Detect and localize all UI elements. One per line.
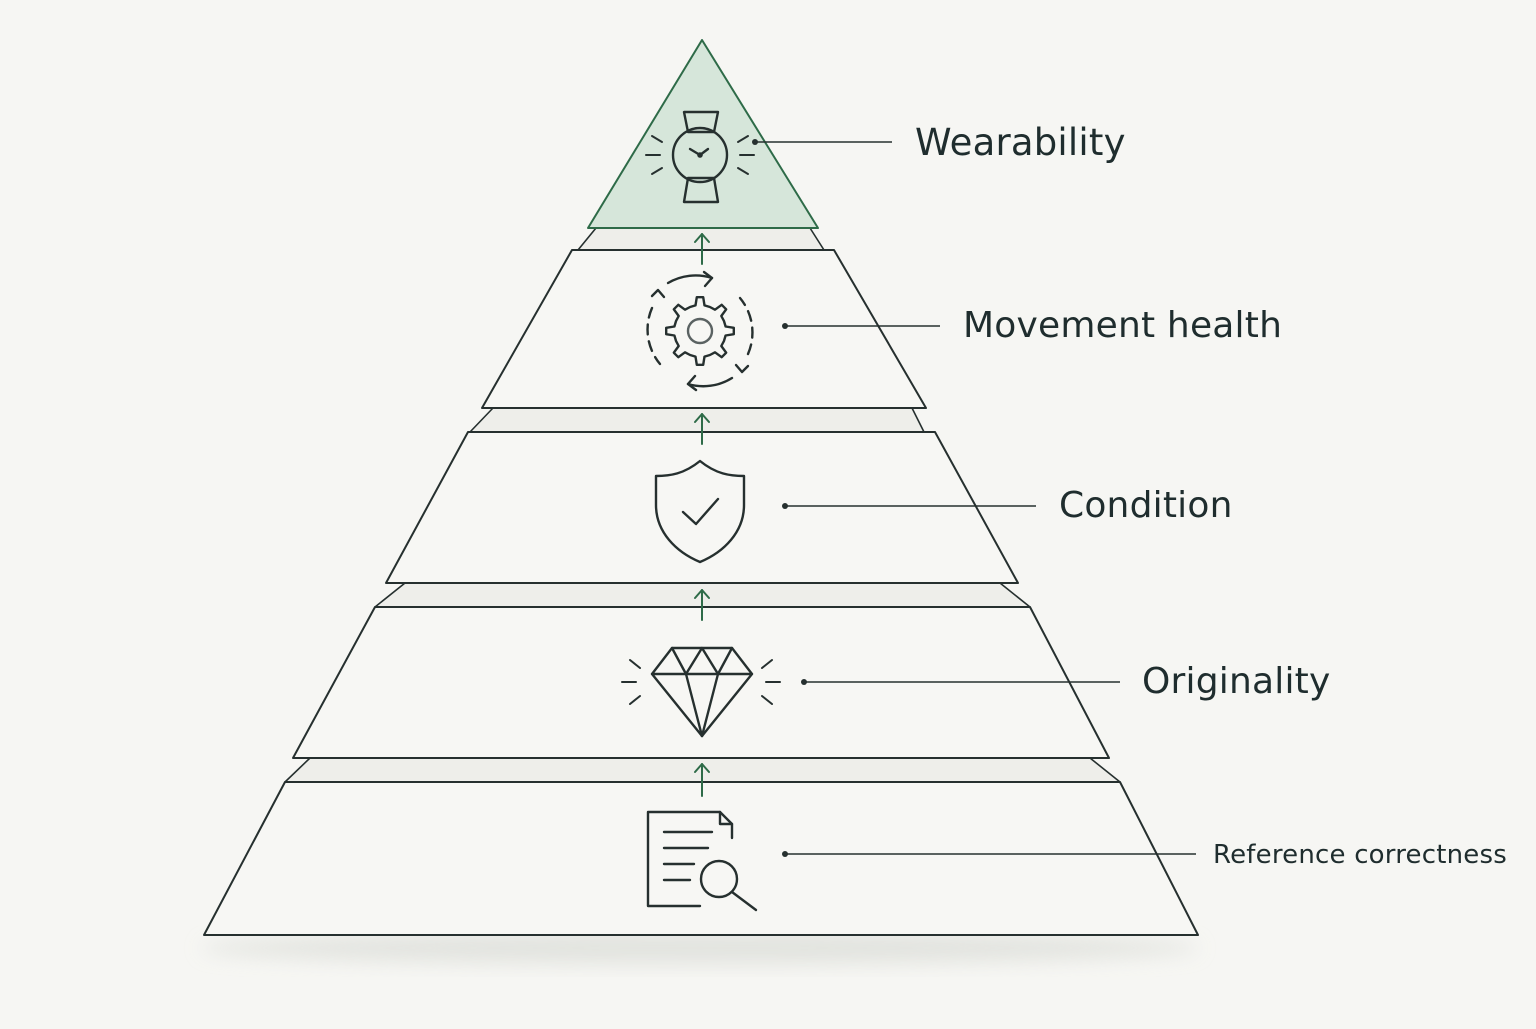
leader-lines — [755, 141, 1196, 855]
watch-icon — [645, 110, 755, 204]
ground-shadow — [200, 932, 1200, 964]
tier-wearability — [587, 39, 819, 229]
label-reference-correctness: Reference correctness — [1213, 840, 1507, 870]
diamond-icon — [621, 646, 781, 738]
shield-check-icon — [654, 459, 746, 564]
up-arrow-icon — [694, 589, 710, 621]
up-arrow-icon — [694, 413, 710, 445]
label-condition: Condition — [1059, 485, 1233, 526]
label-originality: Originality — [1142, 661, 1331, 702]
tier-condition — [385, 431, 1019, 584]
up-arrow-icon — [694, 233, 710, 265]
up-arrow-icon — [694, 763, 710, 797]
tier-originality — [292, 606, 1110, 759]
tier-movement-health — [481, 249, 927, 409]
tier-reference-correctness — [203, 781, 1199, 936]
document-search-icon — [646, 810, 758, 912]
label-wearability: Wearability — [915, 121, 1126, 164]
label-movement-health: Movement health — [963, 305, 1283, 346]
leader-dots — [752, 139, 807, 857]
gear-cycle-icon — [646, 270, 754, 392]
